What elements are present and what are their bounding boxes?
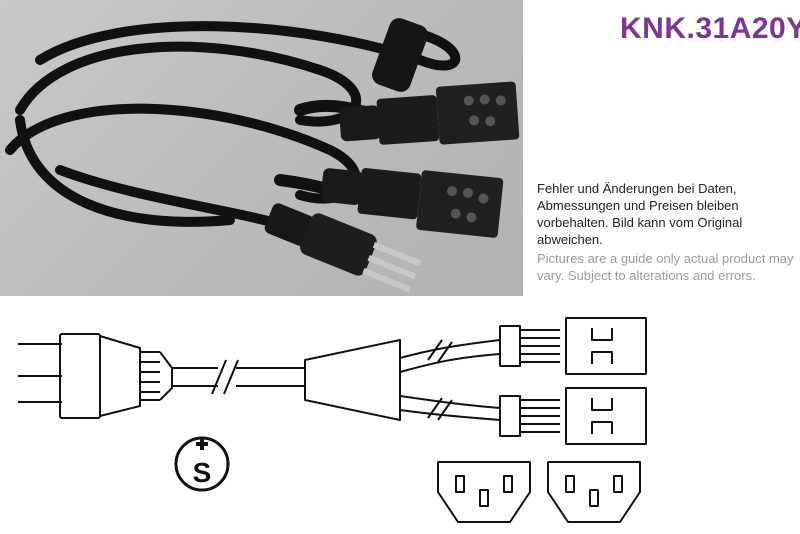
socket-face-left xyxy=(437,461,531,523)
approval-mark-letter: S xyxy=(193,457,212,488)
disclaimer-german: Fehler und Änderungen bei Daten, Abmessu… xyxy=(537,181,743,247)
socket-face-right xyxy=(547,461,641,523)
disclaimer-english: Pictures are a guide only actual product… xyxy=(537,251,794,283)
product-code: KNK.31A20Y xyxy=(620,12,800,45)
cable-diagram: S xyxy=(18,317,647,523)
plug-drawing xyxy=(18,333,173,419)
product-photo xyxy=(0,0,523,296)
approval-mark-icon: S xyxy=(174,436,230,492)
